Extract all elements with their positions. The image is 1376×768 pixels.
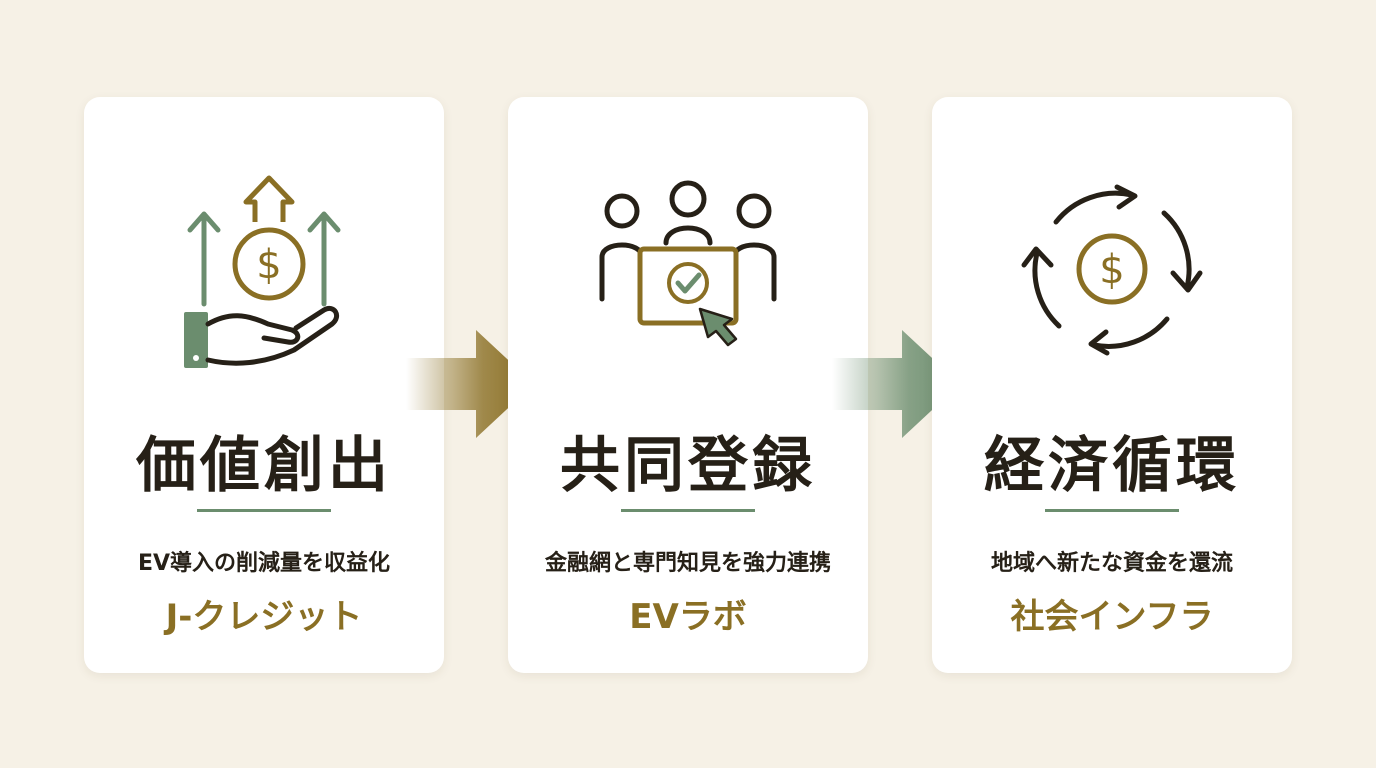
icon-container: $ [84, 159, 444, 379]
flow-arrow-right-icon [406, 330, 534, 438]
step-title: 価値創出 [136, 431, 392, 501]
step-keyword: 社会インフラ [1010, 597, 1214, 637]
step-title: 共同登録 [560, 431, 816, 501]
step-description: 金融網と専門知見を強力連携 [544, 551, 831, 576]
step-title: 経済循環 [984, 431, 1240, 501]
step-keyword: J-クレジット [165, 597, 363, 637]
title-divider [197, 509, 331, 512]
step-card-joint-registration: 共同登録 金融網と専門知見を強力連携 EVラボ [508, 97, 868, 673]
icon-container: $ [932, 159, 1292, 379]
hand-coin-growth-icon: $ [184, 175, 341, 368]
svg-text:$: $ [256, 242, 281, 288]
team-check-icon [599, 180, 777, 347]
step-keyword: EVラボ [629, 597, 747, 637]
flow-arrow-right-icon [832, 330, 960, 438]
step-description: EV導入の削減量を収益化 [137, 551, 391, 576]
step-card-value-creation: $ 価値創出 EV導入の削減量を収益化 J-クレジット [84, 97, 444, 673]
icon-container [508, 159, 868, 379]
step-card-economic-cycle: $ 経済循環 地域へ新たな資金を還流 社会インフラ [932, 97, 1292, 673]
title-divider [1045, 509, 1179, 512]
title-divider [621, 509, 755, 512]
coin-cycle-icon: $ [1021, 184, 1203, 356]
svg-text:$: $ [1099, 247, 1124, 293]
step-description: 地域へ新たな資金を還流 [990, 551, 1233, 576]
